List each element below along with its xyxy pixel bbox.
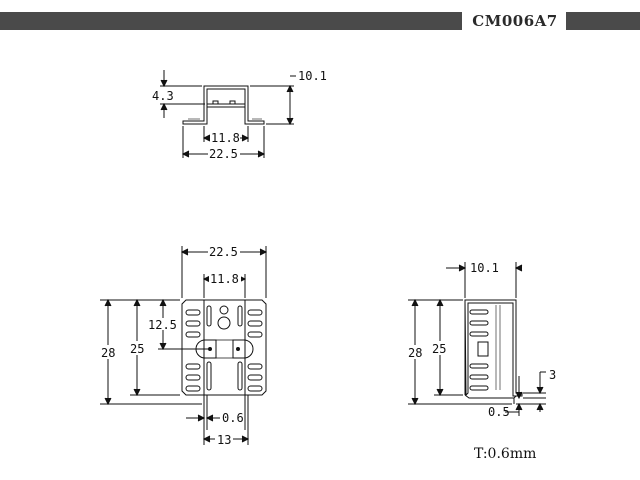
side-dim-0-5: 0.5 bbox=[488, 405, 510, 419]
front-dim-0-6: 0.6 bbox=[222, 411, 244, 425]
side-dim-25: 25 bbox=[432, 342, 446, 356]
top-dim-11-8: 11.8 bbox=[211, 131, 240, 145]
top-dim-10-1: 10.1 bbox=[298, 69, 327, 83]
header-bar-right bbox=[566, 12, 640, 30]
front-dim-28: 28 bbox=[101, 346, 115, 360]
front-view-outline bbox=[181, 299, 267, 396]
front-dim-12-5: 12.5 bbox=[148, 318, 177, 332]
top-dim-4-3: 4.3 bbox=[152, 89, 174, 103]
side-view: 10.1 28 25 3 0.5 bbox=[408, 261, 556, 419]
top-dim-22-5: 22.5 bbox=[209, 147, 238, 161]
part-code: CM006A7 bbox=[472, 12, 558, 30]
side-view-outline bbox=[464, 299, 523, 397]
side-dim-28: 28 bbox=[408, 346, 422, 360]
header-bar-left bbox=[0, 12, 462, 30]
front-view: 22.5 11.8 28 25 12.5 0.6 bbox=[100, 245, 268, 447]
top-view: 10.1 4.3 11.8 22.5 bbox=[152, 69, 327, 161]
side-dim-10-1: 10.1 bbox=[470, 261, 499, 275]
side-dim-3: 3 bbox=[549, 368, 556, 382]
front-dim-11-8: 11.8 bbox=[210, 272, 239, 286]
front-dim-13: 13 bbox=[217, 433, 231, 447]
front-dim-22-5: 22.5 bbox=[209, 245, 238, 259]
thickness-note: T:0.6mm bbox=[474, 446, 537, 462]
top-view-outline bbox=[182, 85, 265, 125]
front-dim-25: 25 bbox=[130, 342, 144, 356]
